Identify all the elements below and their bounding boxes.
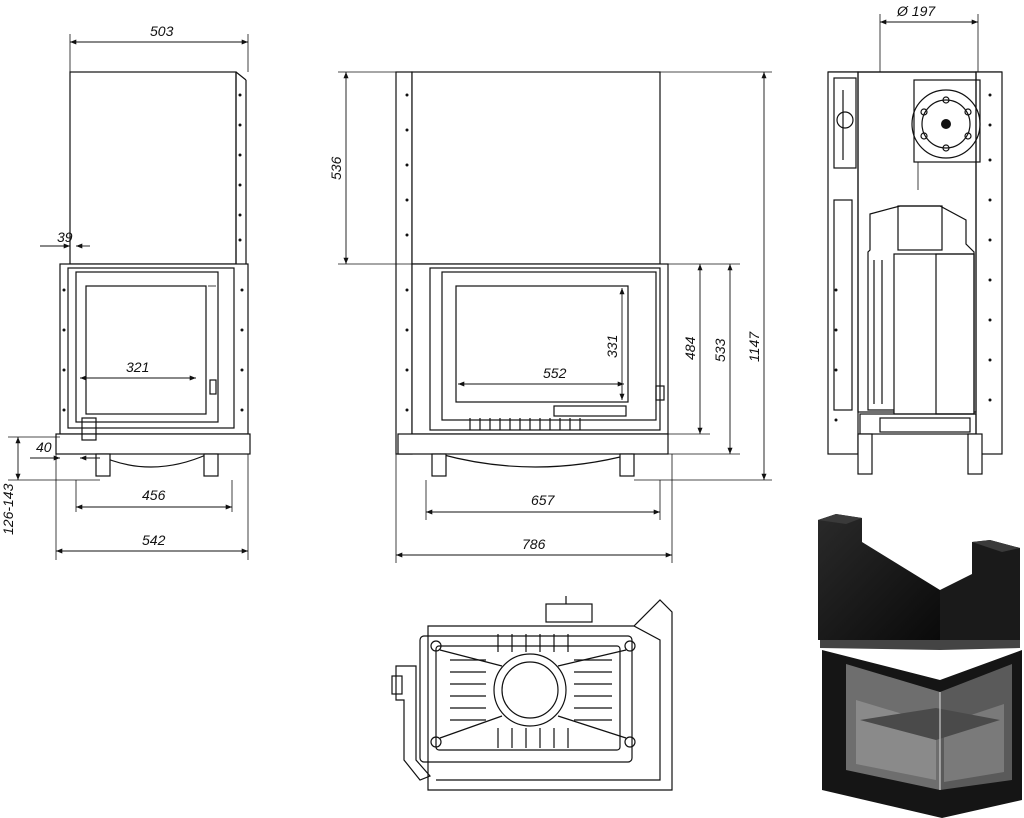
side-screws bbox=[405, 93, 409, 412]
dim-label-536: 536 bbox=[328, 156, 344, 180]
front-left-screws bbox=[62, 288, 244, 412]
dim-label-321: 321 bbox=[126, 359, 149, 375]
top-grate-ribs bbox=[450, 634, 612, 748]
top-view bbox=[391, 596, 673, 791]
dim-label-503: 503 bbox=[150, 23, 174, 39]
rear-view bbox=[827, 71, 1003, 475]
dim-label-484: 484 bbox=[682, 336, 698, 360]
dim-label-552: 552 bbox=[543, 365, 567, 381]
rear-screws bbox=[834, 93, 992, 422]
dim-label-533: 533 bbox=[712, 338, 728, 362]
side-dim-1147: 1147 bbox=[634, 71, 772, 481]
side-dim-536: 536 bbox=[328, 71, 412, 265]
front-dim-39: 39 bbox=[40, 229, 90, 249]
fireplace-3d-render bbox=[818, 514, 1022, 818]
side-dim-331: 331 bbox=[604, 288, 625, 400]
dim-label-1147: 1147 bbox=[746, 331, 762, 362]
front-view bbox=[55, 71, 251, 477]
dim-label-657: 657 bbox=[531, 492, 556, 508]
side-grate-vents bbox=[469, 418, 581, 430]
dim-label-39: 39 bbox=[57, 229, 73, 245]
front-dim-542: 542 bbox=[55, 454, 249, 560]
side-dim-484: 484 bbox=[668, 263, 740, 435]
front-screws bbox=[238, 93, 242, 242]
side-dim-657: 657 bbox=[425, 480, 661, 520]
dim-label-331: 331 bbox=[604, 335, 620, 358]
flue-outlet bbox=[911, 79, 981, 163]
side-dim-552: 552 bbox=[458, 365, 624, 387]
front-dim-321: 321 bbox=[80, 359, 196, 381]
dim-label-456: 456 bbox=[142, 487, 166, 503]
front-dim-leg-height: 126-143 bbox=[0, 436, 100, 535]
side-dim-533: 533 bbox=[668, 264, 740, 455]
dim-label-786: 786 bbox=[522, 536, 546, 552]
dim-label-40: 40 bbox=[36, 439, 52, 455]
side-view bbox=[395, 71, 669, 477]
side-dim-786: 786 bbox=[395, 454, 673, 563]
dim-label-197: Ø 197 bbox=[896, 3, 936, 19]
rear-dim-flue: Ø 197 bbox=[879, 3, 979, 72]
front-dim-40: 40 bbox=[30, 439, 100, 461]
dim-label-542: 542 bbox=[142, 532, 166, 548]
front-dim-503: 503 bbox=[69, 23, 249, 72]
front-dim-456: 456 bbox=[75, 480, 233, 512]
dim-label-126-143: 126-143 bbox=[0, 483, 16, 535]
